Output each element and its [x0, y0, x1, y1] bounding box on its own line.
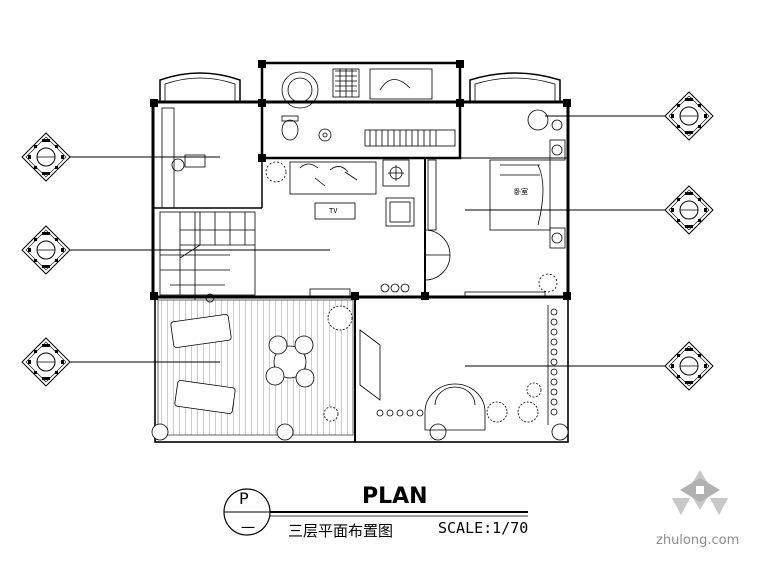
- watermark-logo: [672, 470, 728, 515]
- index-marker-left-2: [21, 225, 71, 275]
- living-furniture: [161, 107, 451, 298]
- bathroom-fixtures: [281, 68, 456, 147]
- staircase: [159, 211, 256, 303]
- bedroom-furniture: [427, 109, 566, 293]
- index-marker-right-3: [664, 341, 714, 391]
- plan-scale: SCALE:1/70: [438, 519, 529, 537]
- index-markers: [21, 91, 714, 391]
- plan-title: PLAN: [362, 484, 428, 509]
- plan-symbol-number: 一: [241, 521, 255, 537]
- plan-symbol-letter: P: [239, 489, 249, 508]
- leader-lines: [70, 115, 665, 367]
- watermark-text: zhulong.com: [656, 533, 740, 548]
- lower-room-fixtures: [359, 291, 558, 431]
- title-block: [223, 488, 528, 536]
- index-marker-right-1: [664, 91, 714, 141]
- wall-columns: [150, 60, 571, 300]
- walls: [151, 61, 570, 443]
- plan-subtitle: 三层平面布置图: [288, 522, 394, 540]
- terrace-deck: [151, 299, 569, 441]
- index-marker-left-1: [21, 132, 71, 182]
- tv-label: TV: [329, 207, 338, 215]
- index-marker-left-3: [21, 337, 71, 387]
- bedroom-label: 卧室: [514, 188, 528, 196]
- index-marker-right-2: [664, 185, 714, 235]
